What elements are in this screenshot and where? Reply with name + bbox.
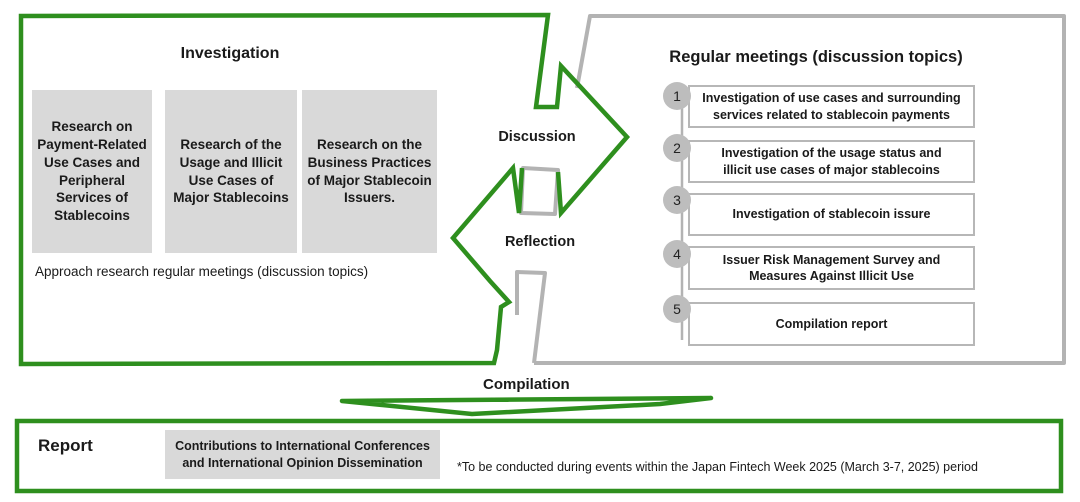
research-box-3: Research on the Business Practices of Ma… (302, 90, 437, 253)
meeting-topic-box-1: Investigation of use cases and surroundi… (688, 85, 975, 128)
compilation-arrow (339, 395, 714, 417)
topic-number-2: 2 (663, 134, 691, 162)
topic-number-5: 5 (663, 295, 691, 323)
topic-number-1: 1 (663, 82, 691, 110)
report-label: Report (38, 436, 93, 455)
report-box-outline (14, 418, 1064, 494)
report-footnote: *To be conducted during events within th… (457, 460, 978, 474)
research-box-2: Research of the Usage and Illicit Use Ca… (165, 90, 297, 253)
discussion-label: Discussion (498, 129, 576, 145)
regular-meetings-panel-outline (534, 14, 1066, 365)
meeting-topic-box-2: Investigation of the usage status and il… (688, 140, 975, 183)
research-box-1: Research on Payment-Related Use Cases an… (32, 90, 152, 253)
report-contributions-box: Contributions to International Conferenc… (165, 430, 440, 479)
approach-note: Approach research regular meetings (disc… (35, 264, 369, 279)
meeting-topic-box-5: Compilation report (688, 302, 975, 346)
topic-number-4: 4 (663, 240, 691, 268)
meeting-topic-box-4: Issuer Risk Management Survey and Measur… (688, 246, 975, 290)
regular-meetings-title: Regular meetings (discussion topics) (669, 47, 963, 66)
investigation-title: Investigation (180, 45, 280, 62)
reflection-label: Reflection (504, 234, 576, 250)
topic-number-3: 3 (663, 186, 691, 214)
gray-arrow-fragment-bottom (515, 270, 547, 364)
meeting-topic-box-3: Investigation of stablecoin issure (688, 193, 975, 236)
investigation-box-and-arrows-outline (18, 12, 631, 367)
compilation-label: Compilation (483, 376, 570, 393)
gray-arrow-fragment-top (519, 166, 560, 216)
